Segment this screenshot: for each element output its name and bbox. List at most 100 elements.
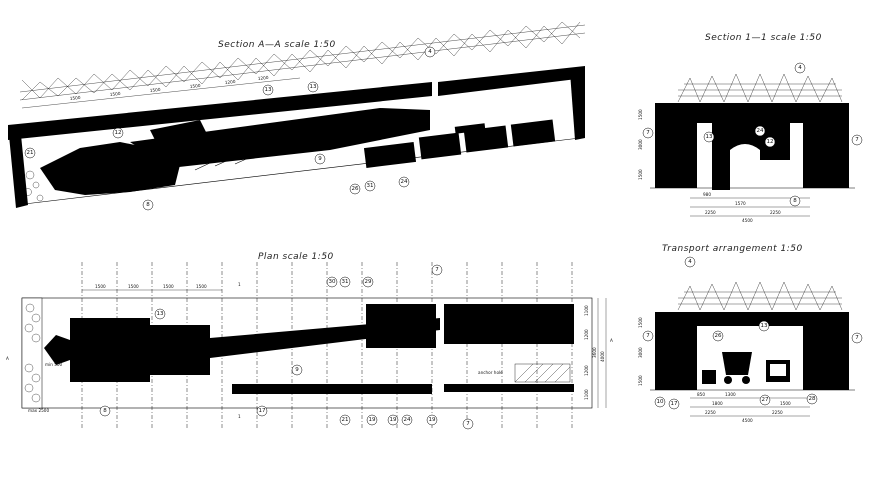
dim-label: 3600 — [592, 347, 597, 358]
dim-label: 980 — [703, 192, 711, 197]
transport-bottom-dims: 850 1300 1800 1500 2250 2250 4500 — [690, 392, 810, 423]
callout-tag: 24 — [401, 179, 408, 185]
callout-tag: 13 — [761, 323, 768, 329]
section-marker: A — [610, 338, 613, 343]
dim-label: 1100 — [584, 305, 589, 316]
callout-tag: 8 — [103, 408, 107, 414]
dim-label: 1500 — [128, 284, 139, 289]
roadheader-machine — [40, 108, 430, 195]
callout-tag: 9 — [295, 367, 299, 373]
roadheader-cutting-head — [40, 142, 180, 195]
callout-tag: 13 — [265, 87, 272, 93]
dim-label: 2250 — [705, 410, 716, 415]
dim-label: 4500 — [742, 218, 753, 223]
callout-tag: 26 — [715, 333, 722, 339]
dim-label: 3000 — [638, 139, 643, 150]
callout-tag: 26 — [352, 186, 359, 192]
section-aa-callouts: 4 13 13 12 21 9 8 24 26 31 — [24, 46, 436, 211]
callout-tag: 29 — [365, 279, 372, 285]
section-marker: A — [6, 356, 9, 361]
plan-view: 1500 1500 1500 1500 anchor hole — [6, 262, 613, 430]
callout-tag: 19 — [369, 417, 376, 423]
dim-label: 1100 — [584, 389, 589, 400]
dim-label: 1500 — [638, 109, 643, 120]
callout-tag: 19 — [390, 417, 397, 423]
section-1-1-lattice — [677, 73, 843, 103]
dim-label: 1500 — [638, 375, 643, 386]
section-1-1-machine — [712, 123, 790, 190]
callout-tag: 17 — [259, 408, 266, 414]
dim-label: 1500 — [150, 87, 161, 93]
plan-face-rocks — [21, 297, 43, 409]
section-1-1-roof — [697, 103, 803, 123]
callout-tag: 31 — [367, 183, 374, 189]
dim-label: 1500 — [163, 284, 174, 289]
face-rock-debris — [20, 170, 44, 204]
callout-tag: 8 — [146, 202, 150, 208]
dim-label: 1200 — [584, 365, 589, 376]
callout-tag: 8 — [793, 198, 797, 204]
callout-tag: 12 — [115, 130, 122, 136]
dim-label: 1500 — [70, 95, 81, 101]
callout-tag: 27 — [762, 397, 769, 403]
transport-roof — [697, 312, 803, 326]
callout-tag: 4 — [798, 65, 802, 71]
title-transport-arrangement: Transport arrangement 1:50 — [662, 244, 803, 254]
section-1-1-callouts: 4 7 7 13 24 12 8 — [642, 62, 863, 207]
section-1-1-view: 980 1570 2250 2250 4500 1500 3000 1500 4… — [638, 62, 863, 223]
plan-roadheader — [44, 304, 574, 394]
dim-label: 1200 — [225, 79, 236, 85]
dim-label: 1500 — [780, 401, 791, 406]
dim-label: 850 — [697, 392, 705, 397]
plan-max-mark: max 2500 — [28, 408, 49, 413]
callout-tag: 7 — [646, 333, 650, 339]
section-marker: 1 — [238, 282, 241, 287]
callout-tag: 7 — [855, 335, 859, 341]
transport-left-wall — [655, 312, 697, 390]
callout-tag: 7 — [435, 267, 439, 273]
callout-tag: 13 — [706, 134, 713, 140]
transport-mine-car — [702, 352, 790, 384]
title-section-aa: Section A—A scale 1:50 — [218, 40, 336, 50]
callout-tag: 7 — [466, 421, 470, 427]
callout-tag: 21 — [342, 417, 349, 423]
dim-label: 4000 — [600, 351, 605, 362]
plan-callouts: 7 13 30 31 29 9 8 17 21 19 19 24 19 7 — [99, 264, 474, 430]
title-plan: Plan scale 1:50 — [258, 252, 334, 262]
dim-label: 1200 — [258, 75, 269, 81]
dim-label: 4500 — [742, 418, 753, 423]
callout-tag: 12 — [767, 139, 774, 145]
dim-label: 1500 — [95, 284, 106, 289]
roadheader-conveyor-frame — [174, 125, 321, 171]
dim-label: 1500 — [190, 83, 201, 89]
callout-tag: 19 — [429, 417, 436, 423]
callout-tag: 17 — [671, 401, 678, 407]
dim-label: 1300 — [725, 392, 736, 397]
callout-tag: 7 — [855, 137, 859, 143]
transport-right-wall — [803, 312, 849, 390]
plan-note: anchor hole — [478, 370, 503, 375]
plan-hatch-lines — [514, 363, 571, 383]
callout-tag: 10 — [657, 399, 664, 405]
section-1-1-brick-lines — [678, 83, 842, 97]
plan-min-mark: min 500 — [45, 362, 63, 367]
callout-tag: 28 — [809, 396, 816, 402]
callout-tag: 24 — [757, 128, 764, 134]
dim-label: 1800 — [712, 401, 723, 406]
callout-tag: 13 — [157, 311, 164, 317]
section-1-1-left-wall — [655, 103, 697, 188]
belt-conveyor-wagons — [363, 119, 556, 168]
transport-brick-lines — [678, 291, 842, 305]
dim-label: 2250 — [772, 410, 783, 415]
callout-tag: 24 — [404, 417, 411, 423]
section-aa-roof-band-right — [438, 66, 585, 96]
callout-tag: 21 — [27, 150, 34, 156]
section-1-1-right-wall — [803, 103, 849, 188]
dim-label: 1500 — [638, 317, 643, 328]
transport-side-dims: 1500 3000 1500 — [638, 317, 643, 386]
dim-label: 1500 — [196, 284, 207, 289]
dim-label: 2250 — [770, 210, 781, 215]
section-aa-dimension-chain: 1500 1500 1500 1500 1200 1200 — [21, 75, 301, 109]
dim-label: 1500 — [110, 91, 121, 97]
